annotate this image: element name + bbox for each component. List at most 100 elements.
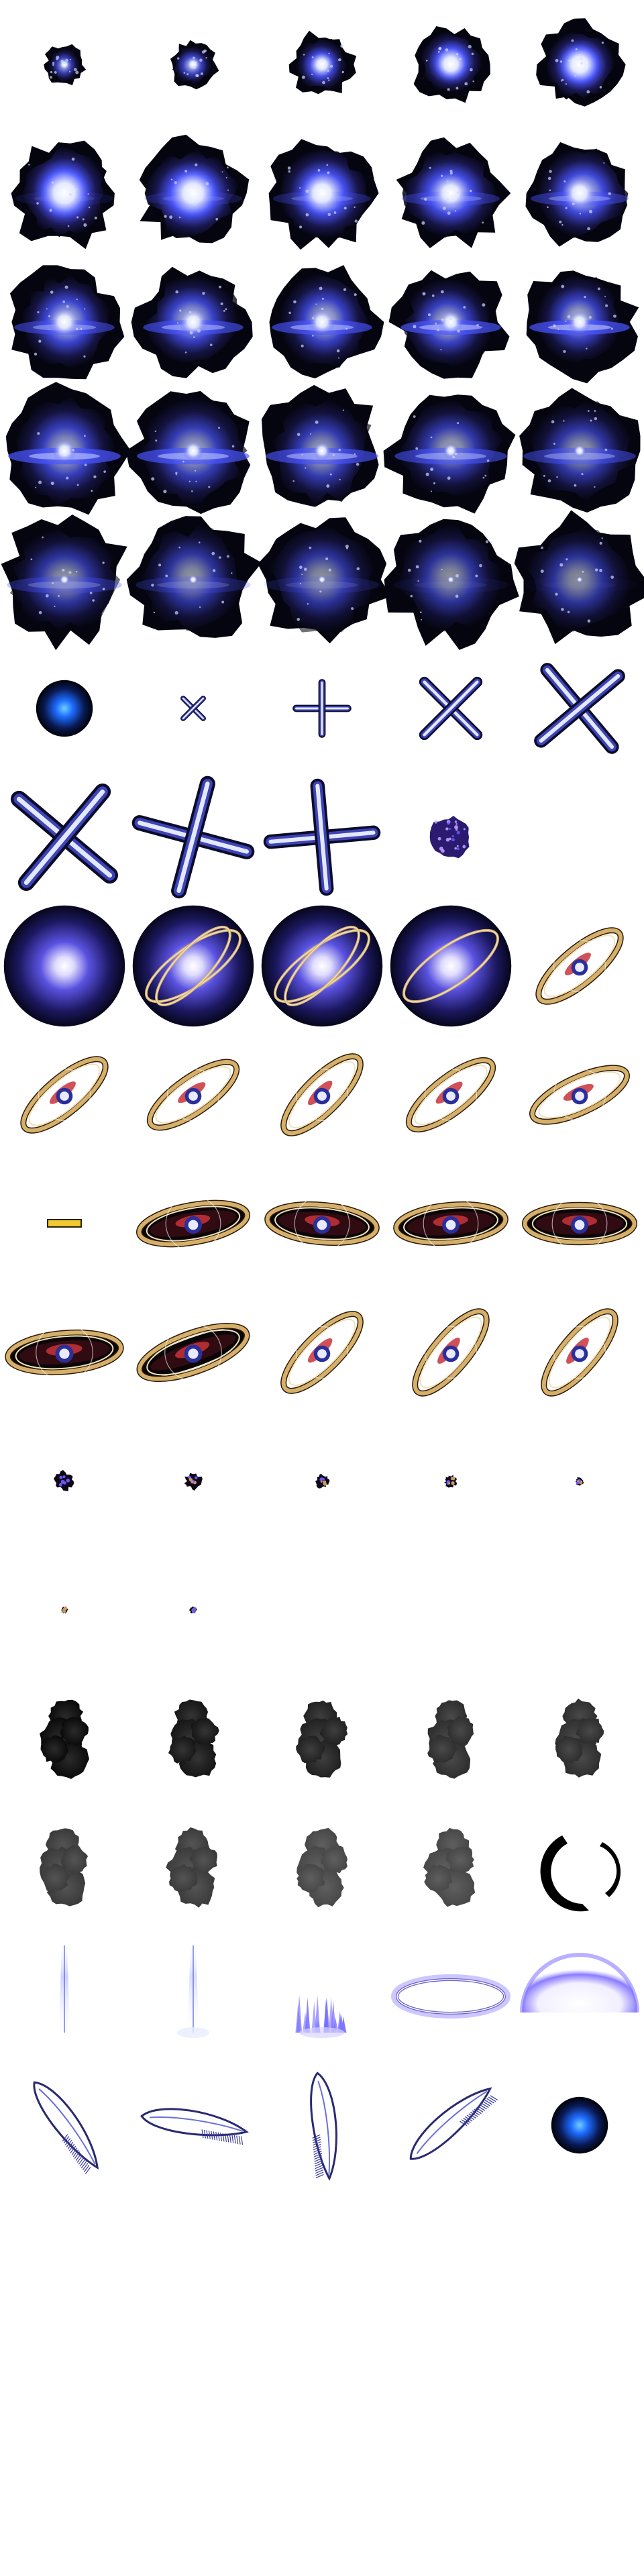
frame-burst-disc-3 — [258, 258, 386, 386]
dome-sprite — [520, 1953, 639, 2013]
planet-sprite — [136, 1195, 251, 1252]
frame-orb-and-crosses-3 — [258, 644, 386, 773]
frame-beam-and-halos-3 — [258, 1932, 386, 2061]
burst-sprite — [383, 394, 516, 514]
burst-sprite — [519, 388, 641, 513]
frame-burst-grow-1 — [0, 0, 129, 129]
frame-burst-disc-5 — [515, 258, 644, 386]
planet-sprite — [535, 927, 624, 1005]
frame-burst-bloom-2 — [129, 129, 258, 258]
frame-burst-spread-2 — [125, 386, 258, 515]
frame-dark-discs-to-rings-5 — [515, 1288, 644, 1417]
burst-sprite — [396, 137, 511, 248]
frame-tiny-specks-4 — [386, 1546, 515, 1674]
smoke-sprite — [166, 1827, 217, 1908]
frame-shrink-specks-4 — [386, 1417, 515, 1546]
speck-sprite — [443, 1474, 457, 1488]
frame-glow-sphere-rings-4 — [386, 902, 515, 1030]
speck-sprite — [61, 1606, 68, 1614]
frame-shrink-specks-2 — [129, 1417, 258, 1546]
frame-burst-grow-4 — [386, 0, 515, 129]
frame-burst-bloom-5 — [515, 129, 644, 258]
frame-orb-and-crosses-2 — [129, 644, 258, 773]
burst-sprite — [139, 134, 250, 244]
frame-glow-sphere-rings-5 — [515, 902, 644, 1030]
cross-sprite — [534, 663, 625, 754]
speck-sprite — [576, 1477, 584, 1486]
burst-sprite — [11, 140, 115, 250]
frame-feathers-1 — [0, 2061, 129, 2190]
orb-sprite — [551, 2096, 608, 2154]
frame-large-crosses-4 — [386, 773, 515, 902]
frame-feathers-4 — [386, 2061, 515, 2190]
burst-sprite — [384, 519, 519, 650]
planet-sprite — [5, 1324, 124, 1381]
burst-sprite — [514, 510, 644, 645]
speck-sprite — [315, 1473, 330, 1489]
frame-burst-grow-2 — [129, 0, 258, 129]
frame-feathers-2 — [129, 2061, 258, 2190]
planet-sprite — [20, 1056, 109, 1134]
frame-burst-spread-3 — [258, 384, 386, 515]
glow-sphere-sprite — [261, 905, 383, 1027]
frame-planet-rings-1 — [0, 1030, 129, 1159]
halo-ring-sprite — [391, 1974, 511, 2019]
burst-sprite — [126, 516, 262, 638]
glow-sphere-sprite — [132, 905, 254, 1027]
smoke-sprite — [40, 1828, 88, 1907]
frame-bar-and-dark-discs-2 — [129, 1159, 258, 1288]
burst-sprite — [536, 18, 626, 107]
frame-glow-sphere-rings-1 — [0, 902, 129, 1030]
frame-smoke-b-2 — [129, 1803, 258, 1932]
frame-tiny-specks-1 — [0, 1546, 129, 1674]
beam-sprite — [59, 1939, 70, 2033]
planet-sprite — [412, 1308, 490, 1397]
feather-sprite — [140, 2108, 249, 2145]
frame-dark-discs-to-rings-4 — [386, 1288, 515, 1417]
burst-sprite — [269, 265, 384, 379]
burst-sprite — [9, 265, 125, 380]
smoke-sprite — [168, 1699, 219, 1778]
frame-smoke-a-3 — [258, 1674, 386, 1803]
cross-sprite — [10, 783, 119, 892]
frame-burst-bloom-3 — [258, 129, 386, 258]
smoke-sprite — [296, 1701, 348, 1778]
frame-burst-grow-5 — [515, 0, 644, 129]
frame-glow-sphere-rings-2 — [129, 902, 258, 1030]
burst-sprite — [170, 40, 219, 90]
frame-planet-rings-2 — [129, 1030, 258, 1159]
planet-sprite — [541, 1308, 619, 1397]
planet-sprite — [529, 1065, 630, 1125]
frame-smoke-a-1 — [0, 1674, 129, 1803]
feather-sprite — [310, 2072, 337, 2181]
speck-sprite — [53, 1470, 74, 1492]
frame-dark-discs-to-rings-2 — [129, 1288, 258, 1417]
cross-sprite — [131, 775, 255, 899]
planet-sprite — [280, 1053, 364, 1136]
orb-sprite — [36, 680, 93, 737]
frame-burst-fade-1 — [0, 515, 129, 651]
frame-dark-discs-to-rings-3 — [258, 1288, 386, 1417]
speck-sprite — [189, 1606, 197, 1613]
planet-sprite — [280, 1311, 364, 1394]
frame-smoke-b-3 — [258, 1803, 386, 1932]
frame-beam-and-halos-2 — [129, 1932, 258, 2061]
smoke-sprite — [297, 1827, 347, 1908]
frame-planet-rings-4 — [386, 1030, 515, 1159]
spark-burst-sprite — [295, 1994, 347, 2038]
frame-smoke-b-1 — [0, 1803, 129, 1932]
burst-sprite — [288, 30, 357, 95]
frame-orb-and-crosses-4 — [386, 644, 515, 773]
feather-sprite — [409, 2087, 498, 2160]
sphere-small-sprite — [429, 816, 470, 859]
frame-large-crosses-3 — [258, 773, 386, 902]
planet-sprite — [521, 1195, 638, 1252]
frame-large-crosses-5 — [515, 773, 644, 902]
frame-smoke-b-5 — [515, 1803, 644, 1932]
frame-burst-fade-5 — [514, 510, 644, 645]
frame-burst-grow-3 — [258, 0, 386, 129]
feather-sprite — [33, 2081, 99, 2175]
frame-smoke-b-4 — [386, 1803, 515, 1932]
frame-smoke-a-2 — [129, 1674, 258, 1803]
burst-sprite — [262, 384, 379, 507]
